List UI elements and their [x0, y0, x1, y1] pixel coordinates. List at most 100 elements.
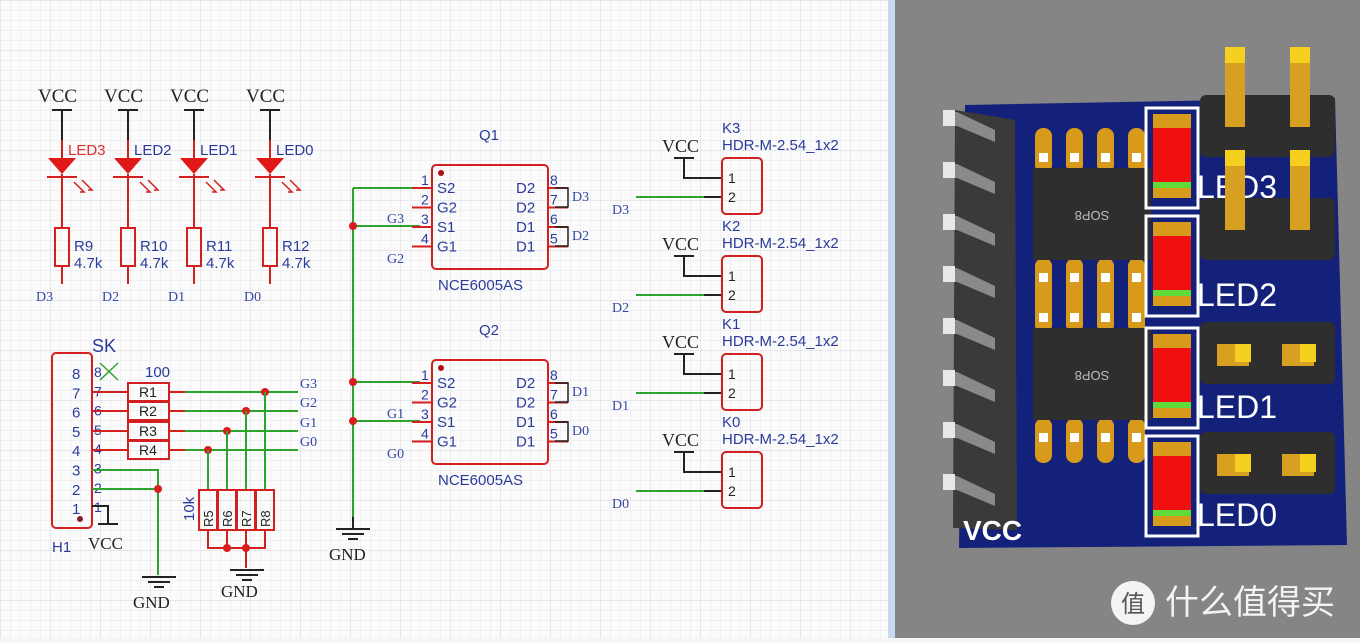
- net-label: D0: [244, 290, 261, 305]
- header-label: SK: [92, 336, 116, 356]
- vcc-bar-icon: [118, 109, 138, 140]
- pin-name: D1: [516, 239, 535, 256]
- vcc-wire: [92, 505, 109, 524]
- chip-pad: [1035, 288, 1052, 333]
- chip-pad: [1128, 128, 1145, 173]
- header-pin: [1290, 47, 1310, 127]
- pin-number: 2: [421, 192, 429, 208]
- chip-pad: [1066, 288, 1083, 333]
- header-pin-tip: [1300, 344, 1316, 362]
- mosfet-part-number: NCE6005AS: [438, 472, 523, 489]
- led-cathode: [47, 174, 77, 228]
- led-driver-section: VCCLED3R94.7kD3VCCLED2R104.7kD2VCCLED1R1…: [36, 86, 314, 305]
- header-pin: [1225, 150, 1245, 230]
- ground-icon: [336, 528, 370, 540]
- junction: [349, 417, 357, 425]
- net-label: D1: [612, 399, 629, 414]
- pin-number: 7: [550, 387, 558, 403]
- connector-designator: K3: [722, 120, 740, 137]
- vcc-label: VCC: [662, 332, 699, 352]
- header-pin: [1290, 150, 1310, 230]
- led-cathode-mark: [1153, 402, 1191, 408]
- header-pin-label: 8: [94, 364, 102, 380]
- chip-lead: [1070, 273, 1079, 282]
- pin1-marker: [438, 170, 444, 176]
- junction: [349, 222, 357, 230]
- chip-lead: [1101, 433, 1110, 442]
- chip-pad: [1035, 128, 1052, 173]
- connector-pin-number: 2: [728, 287, 736, 303]
- led-silk-outline: [1144, 326, 1200, 430]
- pin-number: 5: [550, 426, 558, 442]
- header-pin-number: 5: [72, 424, 80, 441]
- connector-pin-number: 1: [728, 170, 736, 186]
- led-symbol-icon: [256, 158, 284, 174]
- led-silkscreen-label: LED2: [1197, 277, 1277, 313]
- led-silkscreen-label: LED0: [1197, 497, 1277, 533]
- header-pin-tip: [943, 474, 955, 490]
- pin-name: G2: [437, 200, 457, 217]
- drain-net-label: D3: [572, 190, 589, 205]
- header-pin-number: 7: [72, 385, 80, 402]
- header-pin: [945, 112, 995, 142]
- connector-pin-number: 2: [728, 189, 736, 205]
- pin-number: 2: [421, 387, 429, 403]
- drain-net-label: D1: [572, 385, 589, 400]
- resistor-value: 4.7k: [282, 255, 311, 272]
- resistor-designator: R3: [139, 423, 157, 439]
- chip-lead: [1101, 153, 1110, 162]
- resistor-designator: R5: [201, 510, 216, 527]
- led-cathode-mark: [1153, 510, 1191, 516]
- net-label: D1: [168, 290, 185, 305]
- net-label: D3: [612, 203, 629, 218]
- panel-divider[interactable]: [888, 0, 896, 638]
- pin1-marker: [77, 516, 83, 522]
- chip-lead: [1101, 313, 1110, 322]
- pin-number: 1: [421, 172, 429, 188]
- vcc-bar-icon: [52, 109, 72, 140]
- header-housing: [1200, 432, 1335, 494]
- drain-link: [555, 421, 569, 442]
- led-silk-outline: [1144, 214, 1200, 318]
- drain-link: [555, 226, 569, 247]
- connector-body: [721, 353, 763, 411]
- pulldown-gnd-label: GND: [221, 582, 258, 601]
- sop8-chip-body: [1033, 168, 1151, 260]
- led-cathode-mark: [1153, 290, 1191, 296]
- led-cathode: [255, 174, 285, 228]
- connector-designator: K2: [722, 218, 740, 235]
- wire: [207, 530, 266, 568]
- header-pin-tip: [943, 110, 955, 126]
- chip-lead: [1101, 273, 1110, 282]
- vcc-bar-icon: [674, 157, 704, 179]
- chip-lead: [1070, 153, 1079, 162]
- pin-name: D2: [516, 375, 535, 392]
- vcc-bar-icon: [184, 109, 204, 140]
- junction: [349, 378, 357, 386]
- pin-name: D1: [516, 414, 535, 431]
- junction: [242, 544, 250, 552]
- header-pin: [945, 424, 995, 454]
- header-pin-tip: [1300, 454, 1316, 472]
- header-pin-number: 8: [72, 366, 80, 383]
- header-pin-tip: [943, 422, 955, 438]
- pin-number: 1: [421, 367, 429, 383]
- pin-number: 7: [550, 192, 558, 208]
- resistor-designator: R6: [220, 510, 235, 527]
- header-pin-tip: [943, 214, 955, 230]
